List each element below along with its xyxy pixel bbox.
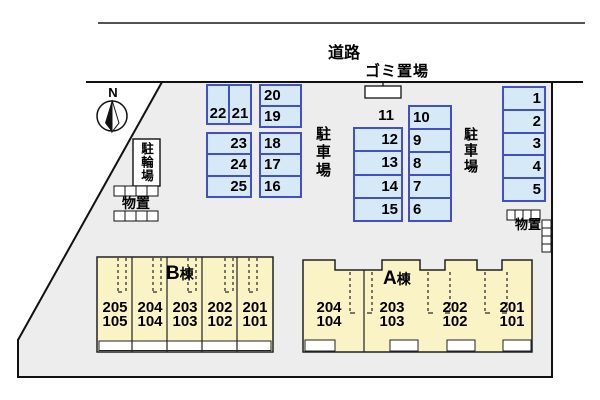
building-b-name: B棟 (166, 263, 194, 285)
parking-space: 7 (410, 174, 450, 197)
unit-label: 201 101 (499, 299, 525, 330)
parking-group-10-6: 10 9 8 7 6 (408, 105, 452, 222)
building-a-letter: A (383, 268, 397, 289)
unit-label: 204 104 (137, 299, 163, 330)
storage-right-boxes (506, 209, 552, 253)
parking-space: 1 (532, 89, 541, 107)
parking-space: 4 (504, 154, 544, 177)
parking-space: 10 (413, 109, 430, 126)
building-a-suffix: 棟 (396, 271, 411, 287)
parking-space: 20 (264, 87, 281, 104)
road-label: 道路 (327, 45, 360, 62)
unit-label: 202 102 (442, 299, 468, 330)
building-a-name: A棟 (383, 268, 411, 290)
parking-space: 13 (355, 150, 401, 173)
parking-space: 3 (504, 131, 544, 155)
building-b-suffix: 棟 (179, 266, 194, 282)
parking-space: 23 (230, 135, 247, 153)
compass-icon (96, 99, 128, 134)
building-a-outline (302, 259, 533, 353)
parking-space: 24 (208, 153, 250, 174)
parking-space: 9 (410, 128, 450, 151)
parking-space: 17 (261, 153, 300, 174)
garbage-area-label: ゴミ置場 (364, 63, 429, 80)
parking-space: 6 (410, 197, 450, 220)
storage-label-left: 物置 (122, 195, 150, 211)
parking-group-12-15: 12 13 14 15 (353, 127, 403, 222)
unit-label: 202 102 (207, 299, 233, 330)
parking-space: 5 (504, 177, 544, 200)
parking-lot-label-left: 駐車場 (314, 126, 331, 180)
parking-space: 16 (261, 174, 300, 196)
parking-space: 2 (504, 108, 544, 132)
parking-space: 8 (410, 151, 450, 174)
compass-north-label: N (108, 85, 118, 100)
building-a-entry-dashes (349, 272, 508, 313)
unit-label: 203 103 (172, 299, 198, 330)
parking-group-1-5: 1 2 3 4 5 (502, 86, 546, 202)
garbage-box (364, 81, 402, 99)
bicycle-parking-label: 駐輪場 (139, 142, 153, 183)
parking-group-23-25: 23 24 25 (206, 132, 252, 198)
storage-left-boxes (113, 185, 159, 222)
unit-label: 203 103 (379, 299, 405, 330)
parking-space: 19 (261, 105, 300, 126)
parking-group-22-21: 22 21 (206, 84, 252, 125)
bicycle-parking-box (132, 138, 161, 187)
parking-lot-label-right: 駐車場 (463, 127, 479, 175)
parking-space: 25 (208, 174, 250, 196)
parking-group-18-16: 18 17 16 (259, 132, 302, 198)
unit-label: 201 101 (242, 299, 268, 330)
building-b-outline (96, 256, 274, 353)
site-boundary (17, 81, 583, 378)
parking-space-open: 11 (378, 107, 394, 124)
parking-space: 14 (355, 173, 401, 197)
storage-label-right: 物置 (514, 217, 541, 232)
parking-space: 12 (381, 131, 398, 149)
parking-space: 15 (355, 196, 401, 220)
unit-label: 205 105 (102, 299, 128, 330)
parking-group-20-19: 20 19 (259, 84, 302, 128)
parking-space: 18 (264, 135, 281, 153)
building-b-letter: B (166, 263, 180, 284)
parking-space: 22 (209, 105, 227, 122)
parking-space: 21 (228, 86, 250, 123)
unit-label: 204 104 (316, 299, 342, 330)
